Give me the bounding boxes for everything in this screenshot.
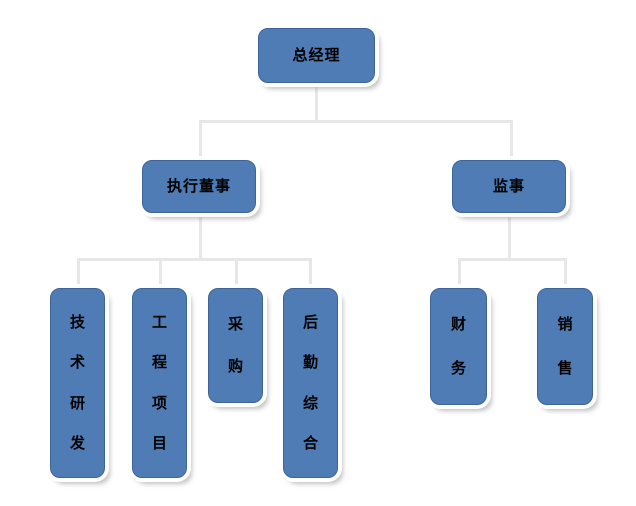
org-node-label: 总经理 (292, 46, 341, 64)
org-node-tech-rd[interactable]: 技术研发 (50, 288, 105, 478)
connector-fin-up (458, 258, 461, 288)
org-node-supervisor[interactable]: 监事 (452, 160, 566, 213)
org-node-label: 执行董事 (166, 177, 231, 195)
connector-ed-down (199, 213, 202, 261)
connector-sup-up (510, 120, 513, 160)
connector-right-horizontal (458, 258, 566, 261)
org-node-label: 销售 (557, 315, 573, 377)
org-node-procurement[interactable]: 采购 (208, 288, 263, 403)
connector-ed-up (199, 120, 202, 160)
org-node-label: 财务 (450, 315, 466, 377)
org-node-sales[interactable]: 销售 (537, 288, 593, 405)
org-node-logistics-general[interactable]: 后勤综合 (283, 288, 338, 478)
connector-tech-up (77, 258, 80, 288)
connector-sup-down (508, 213, 511, 261)
connector-eng-up (159, 258, 162, 288)
org-node-label: 监事 (492, 177, 525, 195)
org-node-label: 后勤综合 (302, 312, 318, 453)
org-node-executive-director[interactable]: 执行董事 (142, 160, 256, 213)
org-node-label: 工程项目 (151, 312, 167, 453)
connector-log-up (309, 258, 312, 288)
connector-level1-horizontal (199, 120, 513, 123)
connector-gm-down (315, 83, 318, 123)
org-node-finance[interactable]: 财务 (430, 288, 487, 405)
org-node-label: 技术研发 (69, 312, 85, 453)
connector-sales-up (564, 258, 567, 288)
org-node-general-manager[interactable]: 总经理 (258, 28, 375, 83)
org-node-label: 采购 (227, 314, 243, 376)
org-node-engineering-projects[interactable]: 工程项目 (132, 288, 187, 478)
connector-left-horizontal (77, 258, 311, 261)
connector-proc-up (235, 258, 238, 288)
